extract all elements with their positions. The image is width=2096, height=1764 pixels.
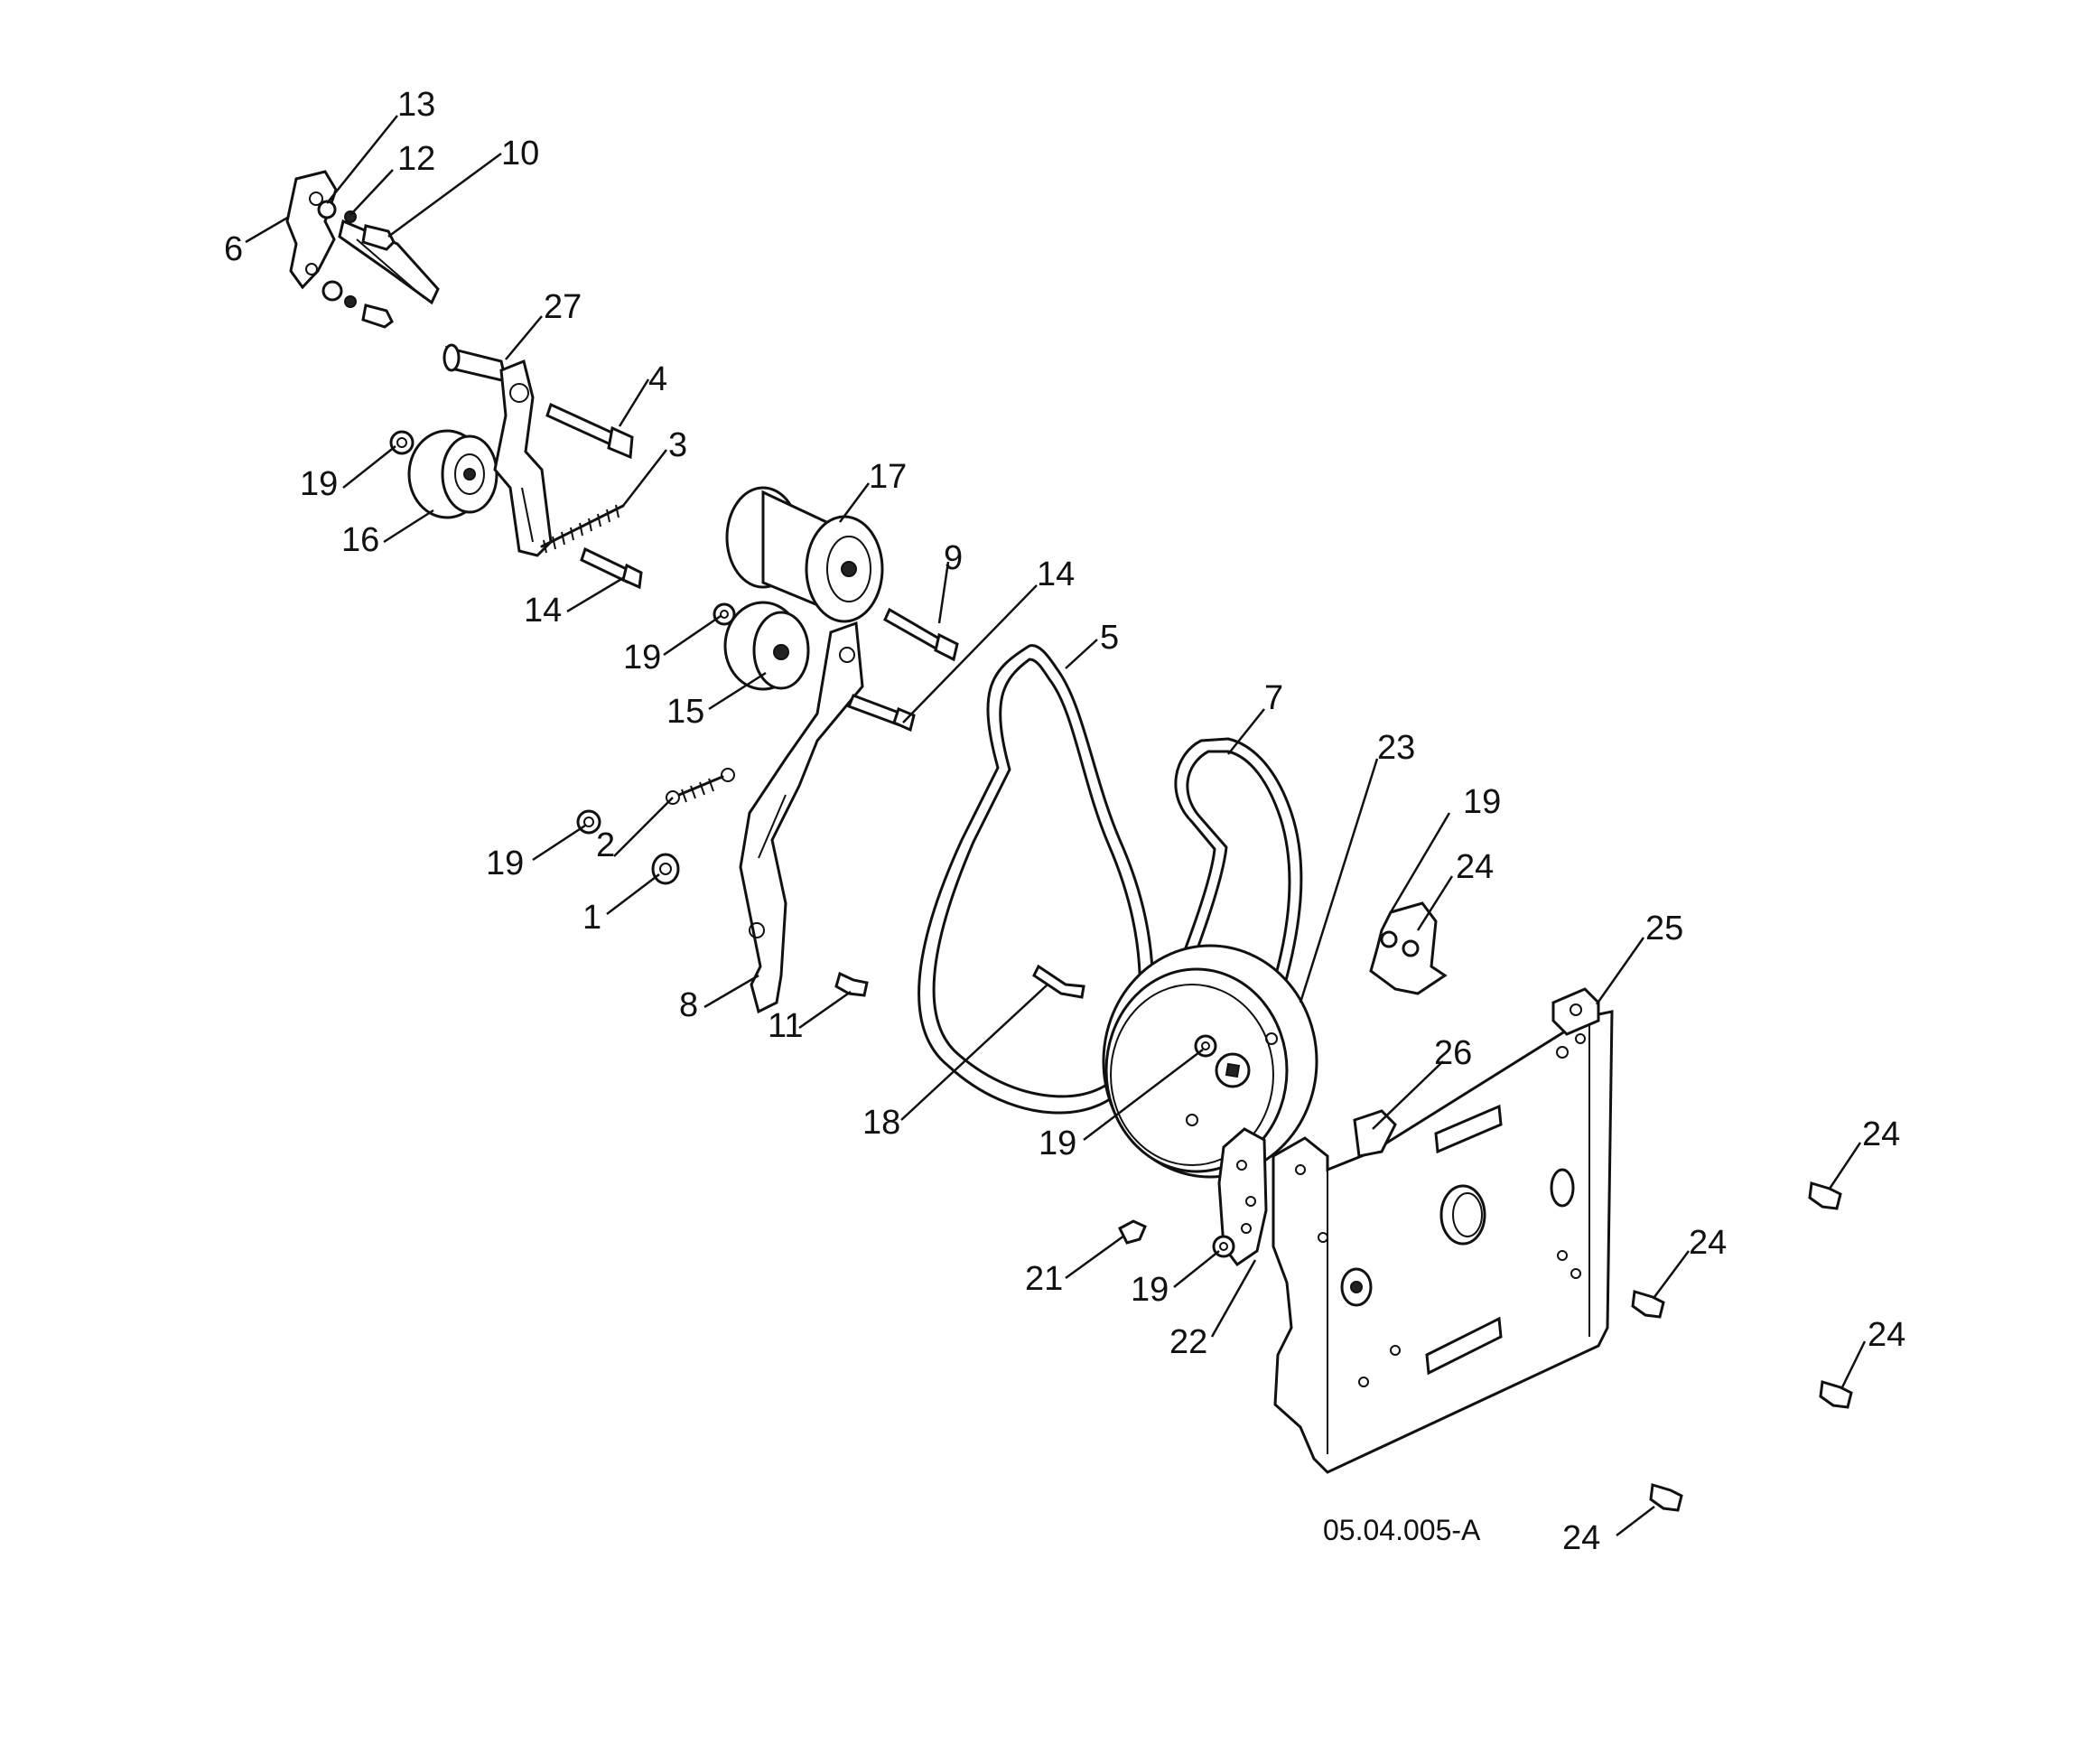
leader-lines bbox=[245, 115, 1867, 1536]
callout-18: 18 bbox=[862, 1104, 900, 1142]
part-25-mounting-plate bbox=[1272, 987, 1614, 1474]
idler-arm-upper bbox=[493, 359, 553, 557]
callout-22: 23 bbox=[1377, 729, 1415, 767]
part-4-bolt bbox=[545, 402, 634, 460]
part-19-nut-mid bbox=[713, 602, 736, 626]
callout-1: 1 bbox=[582, 899, 601, 937]
part-15-pulley bbox=[723, 601, 810, 691]
part-22-drive-pulley bbox=[1102, 944, 1318, 1179]
callout-8: 8 bbox=[679, 986, 698, 1024]
part-17-double-pulley bbox=[725, 486, 884, 623]
part-24-bolt-3 bbox=[1819, 1380, 1853, 1409]
part-24-bolt-4 bbox=[1649, 1483, 1683, 1512]
callout-4: 4 bbox=[648, 360, 667, 398]
callout-13: 13 bbox=[397, 86, 435, 124]
part-21-bracket bbox=[1217, 1127, 1268, 1267]
part-27-pivot-pin bbox=[442, 343, 508, 384]
callout-5: 5 bbox=[1100, 619, 1119, 657]
callout-23: 24 bbox=[1456, 848, 1494, 886]
callout-24-b: 24 bbox=[1689, 1224, 1727, 1262]
callout-14-a: 14 bbox=[524, 592, 562, 630]
callout-labels: 13 12 10 6 27 4 3 19 16 17 9 14 14 5 19 … bbox=[224, 86, 1905, 1557]
callout-11: 11 bbox=[768, 1007, 803, 1045]
callout-17: 17 bbox=[869, 458, 907, 496]
part-9-bolt bbox=[883, 607, 959, 662]
callout-7: 7 bbox=[1264, 679, 1283, 717]
part-24-bolt-1 bbox=[1808, 1181, 1842, 1210]
callout-16: 16 bbox=[341, 521, 379, 559]
callout-6: 6 bbox=[224, 230, 243, 268]
part-24-bolt-2 bbox=[1631, 1290, 1665, 1319]
callout-21: 22 bbox=[1169, 1323, 1207, 1361]
callout-10: 10 bbox=[501, 135, 539, 173]
callout-20: 21 bbox=[1025, 1260, 1063, 1298]
part-16-idler-pulley bbox=[407, 429, 498, 519]
callout-19-c: 19 bbox=[1463, 783, 1501, 821]
callout-24-a: 24 bbox=[1862, 1115, 1900, 1153]
callout-19-f: 19 bbox=[1131, 1271, 1169, 1309]
part-23-switch-bracket bbox=[1369, 901, 1448, 995]
callout-3: 3 bbox=[668, 426, 687, 464]
callout-24-c: 24 bbox=[1868, 1316, 1905, 1354]
callout-15: 15 bbox=[666, 693, 704, 731]
callout-14-b: 14 bbox=[1037, 555, 1075, 593]
callout-19-d: 19 bbox=[486, 845, 524, 882]
callout-19-b: 19 bbox=[623, 639, 661, 677]
callout-12: 12 bbox=[397, 140, 435, 178]
part-19-nut-top bbox=[389, 430, 415, 455]
part-1-bushing bbox=[651, 853, 680, 885]
callout-9: 9 bbox=[944, 539, 963, 577]
part-11-bolt bbox=[834, 971, 869, 997]
part-26-bracket bbox=[1353, 1109, 1397, 1158]
callout-24-d: 24 bbox=[1562, 1519, 1600, 1557]
callout-25: 25 bbox=[1645, 910, 1683, 947]
callout-19-a: 19 bbox=[300, 465, 338, 503]
part-18-bolt bbox=[1032, 964, 1085, 999]
callout-27: 27 bbox=[544, 288, 582, 326]
part-2-spring bbox=[666, 768, 735, 805]
part-6-bracket bbox=[285, 170, 440, 329]
part-14-bolt-left bbox=[580, 546, 643, 590]
part-14-bolt-right bbox=[847, 694, 916, 733]
callout-2: 2 bbox=[596, 826, 615, 864]
part-3-spring bbox=[540, 504, 625, 554]
diagram-code: 05.04.005-A bbox=[1323, 1514, 1481, 1546]
callout-19-e: 19 bbox=[1039, 1125, 1076, 1162]
callout-26: 26 bbox=[1434, 1034, 1472, 1072]
part-20-bolt bbox=[1118, 1219, 1147, 1245]
part-8-idler-arm bbox=[739, 621, 864, 1014]
